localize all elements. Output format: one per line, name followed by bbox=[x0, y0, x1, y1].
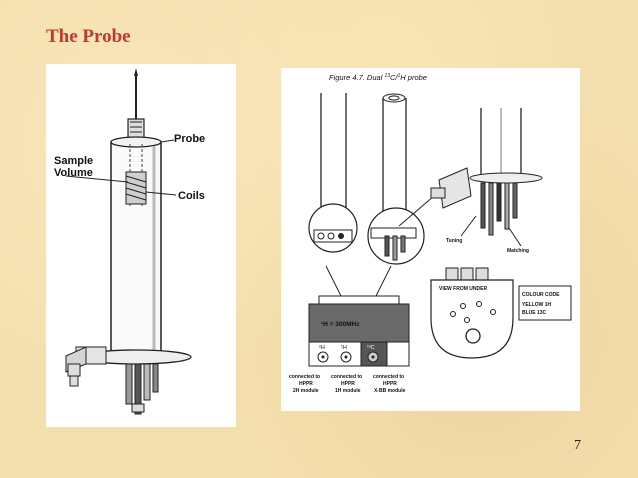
label-probe: Probe bbox=[174, 133, 205, 145]
label-sample-line1: Sample bbox=[54, 155, 93, 167]
label-tuning: Tuning bbox=[446, 238, 462, 244]
conn1-line2: HPPR bbox=[299, 381, 313, 387]
colour-code-row2: BLUE 13C bbox=[522, 310, 547, 316]
probe-illustration: Probe Sample Volume Coils bbox=[46, 64, 236, 427]
colour-code-box bbox=[518, 285, 572, 321]
colour-code-row1: YELLOW 1H bbox=[522, 302, 552, 308]
conn3-line1: connected to bbox=[373, 374, 404, 380]
matching-rod bbox=[134, 363, 142, 415]
port-13c-label: ¹³C bbox=[367, 345, 375, 351]
figure-caption: Figure 4.7. Dual 13C/1H probe bbox=[329, 73, 427, 82]
conn1-line3: 2H module bbox=[293, 388, 319, 394]
dual-probe-drawing: Figure 4.7. Dual 13C/1H probe bbox=[289, 73, 572, 394]
freq-label: ¹H = 300MHz bbox=[321, 321, 360, 328]
connector-box bbox=[308, 303, 410, 343]
probe-drawing: Probe Sample Volume Coils bbox=[54, 68, 205, 415]
conn3-line2: HPPR bbox=[383, 381, 397, 387]
label-view-from-under: VIEW FROM UNDER bbox=[439, 286, 487, 292]
label-coils: Coils bbox=[178, 190, 205, 202]
detail-circle-left bbox=[308, 203, 358, 253]
colour-code-title: COLOUR CODE bbox=[522, 292, 560, 298]
conn3-line3: X-BB module bbox=[374, 388, 406, 394]
port-2h-label: ²H bbox=[319, 345, 325, 351]
conn2-line1: connected to bbox=[331, 374, 362, 380]
conn2-line3: 1H module bbox=[335, 388, 361, 394]
label-matching: Matching bbox=[507, 248, 529, 254]
conn1-line1: connected to bbox=[289, 374, 320, 380]
tuning-rod bbox=[125, 363, 133, 405]
slide-title: The Probe bbox=[46, 26, 131, 47]
right-probe-base bbox=[469, 172, 543, 184]
port-1h-label: ¹H bbox=[341, 345, 347, 351]
page-number: 7 bbox=[574, 438, 581, 453]
label-sample-line2: Volume bbox=[54, 167, 93, 179]
conn2-line2: HPPR bbox=[341, 381, 355, 387]
view-from-under-plate bbox=[430, 279, 514, 359]
dual-probe-figure: Figure 4.7. Dual 13C/1H probe bbox=[281, 68, 580, 411]
